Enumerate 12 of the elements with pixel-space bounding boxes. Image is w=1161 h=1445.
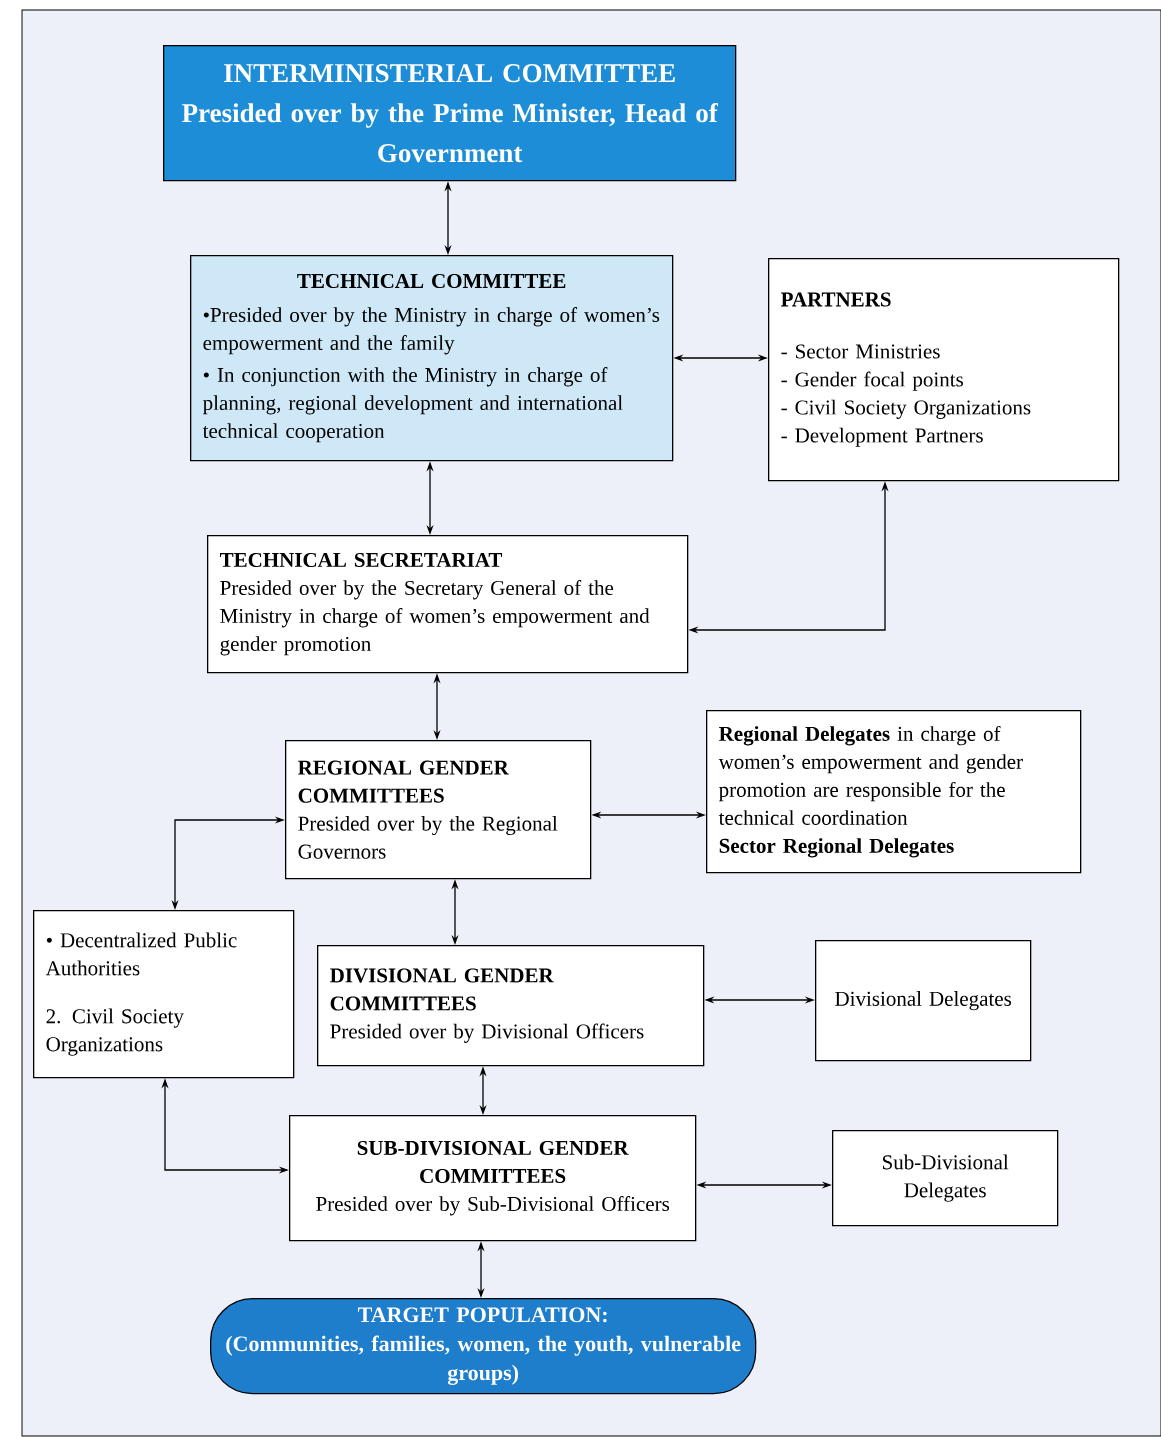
population-pill: TARGET POPULATION: (Communities, families, women, the youth, vulnerable groups) xyxy=(210,1298,757,1395)
committee-box: INTERMINISTERIAL COMMITTEE Presided over by the Prime Minister, Head of Government xyxy=(163,45,737,182)
committee-box: REGIONAL GENDER COMMITTEES Presided over by the Regional Governors xyxy=(285,740,592,880)
committee-box: TECHNICAL COMMITTEE •Presided over by the Ministry in charge of women’s empowerment and the family • In conjunction with the Ministry in charge of planning, regional development and international technical cooperation xyxy=(190,255,674,462)
authorities-box: • Decentralized Public Authorities 2. Civil Society Organizations xyxy=(33,910,295,1079)
secretariat-box: TECHNICAL SECRETARIAT Presided over by the Secretary General of the Ministry in charge of women’s empowerment and gender promotion xyxy=(207,535,689,674)
delegates-box: Divisional Delegates xyxy=(815,940,1032,1062)
delegates-box: Regional Delegates in charge of women’s empowerment and gender promotion are responsible for the technical coordination Sector Regional Delegates xyxy=(706,710,1082,874)
partners-box: PARTNERS - Sector Ministries - Gender focal points - Civil Society Organizations - Development Partners xyxy=(768,258,1120,482)
committee-box: DIVISIONAL GENDER COMMITTEES Presided over by Divisional Officers xyxy=(317,945,705,1067)
delegates-box: Sub-Divisional Delegates xyxy=(832,1130,1059,1227)
committee-box: SUB-DIVISIONAL GENDER COMMITTEES Presided over by Sub-Divisional Officers xyxy=(289,1115,697,1242)
